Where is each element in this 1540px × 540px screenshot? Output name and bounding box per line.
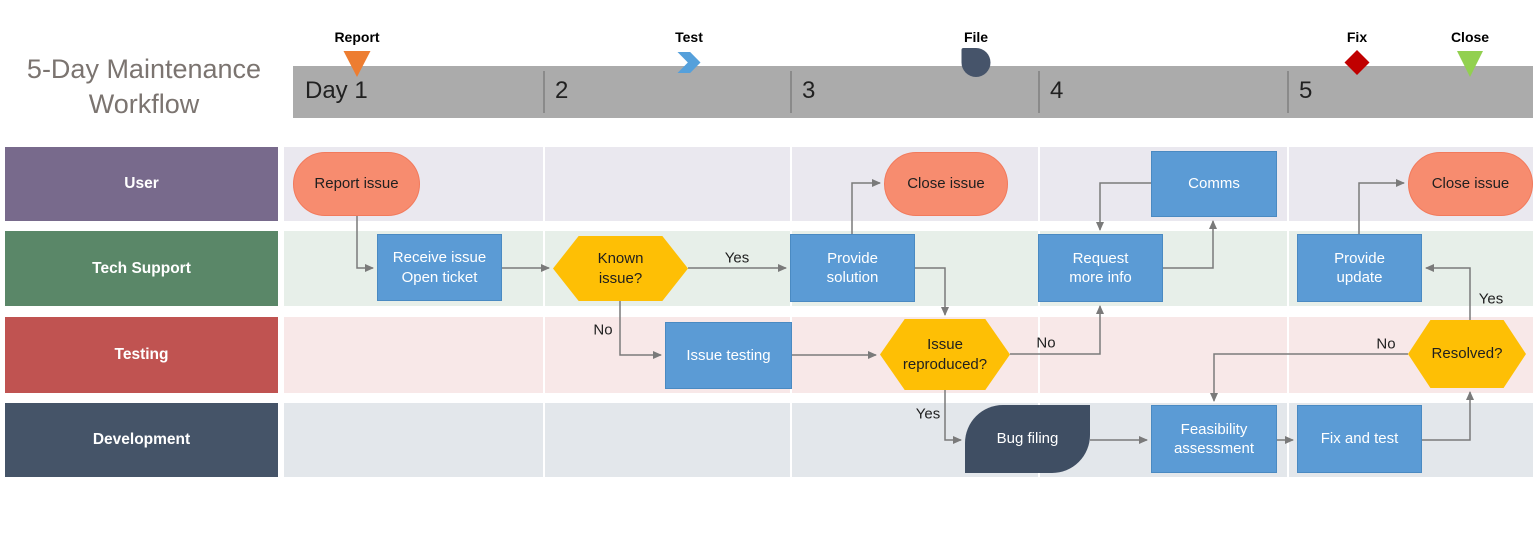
diagram-title: 5-Day Maintenance Workflow	[0, 52, 288, 121]
day-tick-icon	[790, 71, 792, 113]
node-bug-filing[interactable]: Bug filing	[965, 405, 1090, 473]
node-comms[interactable]: Comms	[1151, 151, 1277, 217]
node-label-line: Provide	[1334, 249, 1385, 267]
node-label-line: issue?	[598, 269, 643, 287]
node-resolved[interactable]: Resolved?	[1408, 320, 1526, 388]
timeline-day-4[interactable]: 4	[1038, 66, 1287, 118]
milestone-label: Test	[675, 29, 703, 45]
timeline-day-5[interactable]: 5	[1287, 66, 1533, 118]
node-close-issue-1[interactable]: Close issue	[884, 152, 1008, 216]
node-issue-reproduced[interactable]: Issue reproduced?	[880, 319, 1010, 390]
day-boundary-line	[1287, 147, 1289, 477]
day-tick-icon	[1287, 71, 1289, 113]
node-label-line: Fix and test	[1320, 430, 1399, 448]
node-label-line: Receive issue	[392, 249, 487, 266]
day-tick-icon	[1038, 71, 1040, 113]
day-label: 4	[1050, 77, 1064, 104]
node-label-line: Report issue	[314, 175, 399, 193]
day-boundary-line	[543, 147, 545, 477]
chevron-right-icon	[677, 52, 701, 73]
node-request-more-info[interactable]: Request more info	[1038, 234, 1163, 302]
diagram-title-line2: Workflow	[88, 88, 200, 119]
node-issue-testing[interactable]: Issue testing	[665, 322, 792, 389]
node-label-line: solution	[826, 269, 879, 286]
timeline-day-3[interactable]: 3	[790, 66, 1038, 118]
timeline-bar: Day 1 2 3 4 5	[293, 66, 1533, 118]
node-label-line: Issue testing	[686, 346, 771, 364]
node-label-line: Close issue	[1431, 175, 1510, 193]
node-label-line: more info	[1069, 269, 1132, 286]
milestone-label: Report	[334, 29, 380, 45]
diagram-title-line1: 5-Day Maintenance	[26, 54, 262, 84]
day-label: 2	[555, 77, 569, 104]
node-close-issue-2[interactable]: Close issue	[1408, 152, 1533, 216]
edge-label-no-resolved: No	[1376, 335, 1396, 353]
node-label-line: Open ticket	[401, 268, 478, 286]
node-label-line: Issue	[927, 336, 963, 353]
lane-header-label: User	[124, 175, 159, 192]
node-label-line: Feasibility	[1180, 420, 1248, 438]
day-label: 3	[802, 77, 816, 104]
node-label-line: Resolved?	[1431, 345, 1503, 363]
day-boundary-line	[790, 147, 792, 477]
edge-label-yes-resolved: Yes	[1478, 290, 1504, 308]
node-label-line: Known	[597, 250, 644, 267]
node-label-line: Close issue	[907, 175, 985, 193]
node-fix-and-test[interactable]: Fix and test	[1297, 405, 1422, 473]
node-label-line: reproduced?	[902, 355, 988, 373]
edge-label-yes-issue-reproduced: Yes	[915, 405, 941, 423]
node-label-line: update	[1336, 269, 1383, 286]
lane-header-tech-support[interactable]: Tech Support	[5, 231, 278, 306]
milestone-label: File	[963, 29, 989, 45]
milestone-label: Close	[1450, 29, 1490, 45]
edge-label-no-issue-reproduced: No	[1036, 334, 1056, 352]
droplet-icon	[961, 48, 991, 77]
node-provide-update[interactable]: Provide update	[1297, 234, 1422, 302]
lane-header-user[interactable]: User	[5, 147, 278, 221]
node-provide-solution[interactable]: Provide solution	[790, 234, 915, 302]
timeline-day-1[interactable]: Day 1	[293, 66, 543, 118]
node-known-issue[interactable]: Known issue?	[553, 236, 688, 301]
milestone-label: Fix	[1346, 29, 1368, 45]
node-feasibility-assessment[interactable]: Feasibility assessment	[1151, 405, 1277, 473]
day-tick-icon	[543, 71, 545, 113]
lane-header-testing[interactable]: Testing	[5, 317, 278, 393]
node-label-line: Bug filing	[996, 430, 1059, 448]
node-label-line: assessment	[1173, 440, 1255, 457]
lane-header-label: Development	[92, 431, 191, 448]
node-label-line: Comms	[1188, 175, 1240, 193]
node-label-line: Provide	[827, 249, 878, 267]
day-label: Day 1	[305, 77, 368, 104]
timeline-day-2[interactable]: 2	[543, 66, 790, 118]
edge-label-no-known-issue: No	[593, 321, 613, 339]
node-report-issue[interactable]: Report issue	[293, 152, 420, 216]
edge-label-yes-known-issue: Yes	[724, 249, 750, 267]
lane-header-label: Testing	[114, 346, 169, 363]
day-label: 5	[1299, 77, 1313, 104]
lane-header-development[interactable]: Development	[5, 403, 278, 477]
node-label-line: Request	[1072, 249, 1129, 267]
lane-header-label: Tech Support	[92, 259, 191, 277]
